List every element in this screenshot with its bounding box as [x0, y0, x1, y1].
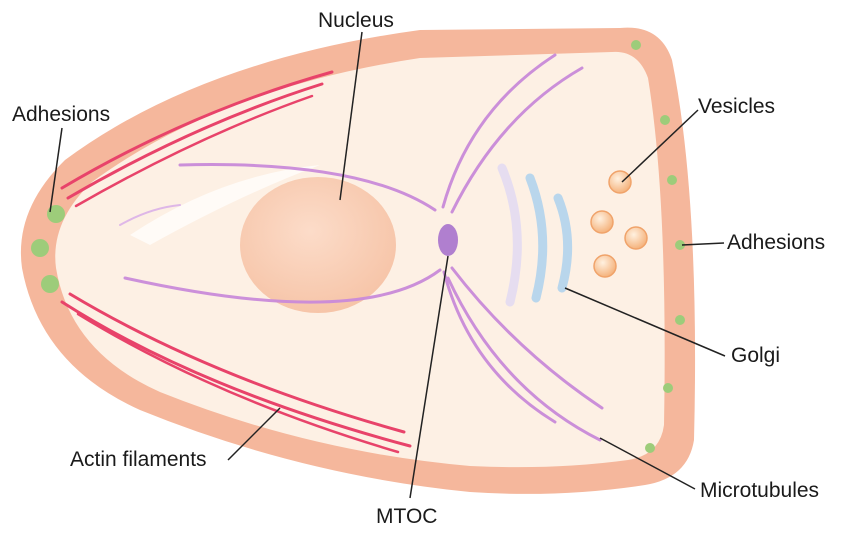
label-microtubules: Microtubules — [700, 480, 819, 501]
label-vesicles: Vesicles — [698, 96, 775, 117]
adhesion — [667, 175, 677, 185]
adhesion — [675, 315, 685, 325]
adhesion — [660, 115, 670, 125]
adhesion — [645, 443, 655, 453]
mtoc — [438, 224, 458, 256]
nucleus — [240, 177, 396, 313]
adhesion — [31, 239, 49, 257]
label-golgi: Golgi — [731, 345, 780, 366]
label-adhesions-right: Adhesions — [727, 232, 825, 253]
label-actin-filaments: Actin filaments — [70, 449, 207, 470]
label-mtoc: MTOC — [376, 506, 437, 527]
label-nucleus: Nucleus — [318, 10, 394, 31]
adhesion — [663, 383, 673, 393]
label-adhesions-left: Adhesions — [12, 104, 110, 125]
vesicle — [591, 211, 613, 233]
vesicle — [625, 227, 647, 249]
adhesion — [631, 40, 641, 50]
vesicle — [594, 255, 616, 277]
vesicle — [609, 171, 631, 193]
adhesion — [41, 275, 59, 293]
adhesion — [47, 205, 65, 223]
